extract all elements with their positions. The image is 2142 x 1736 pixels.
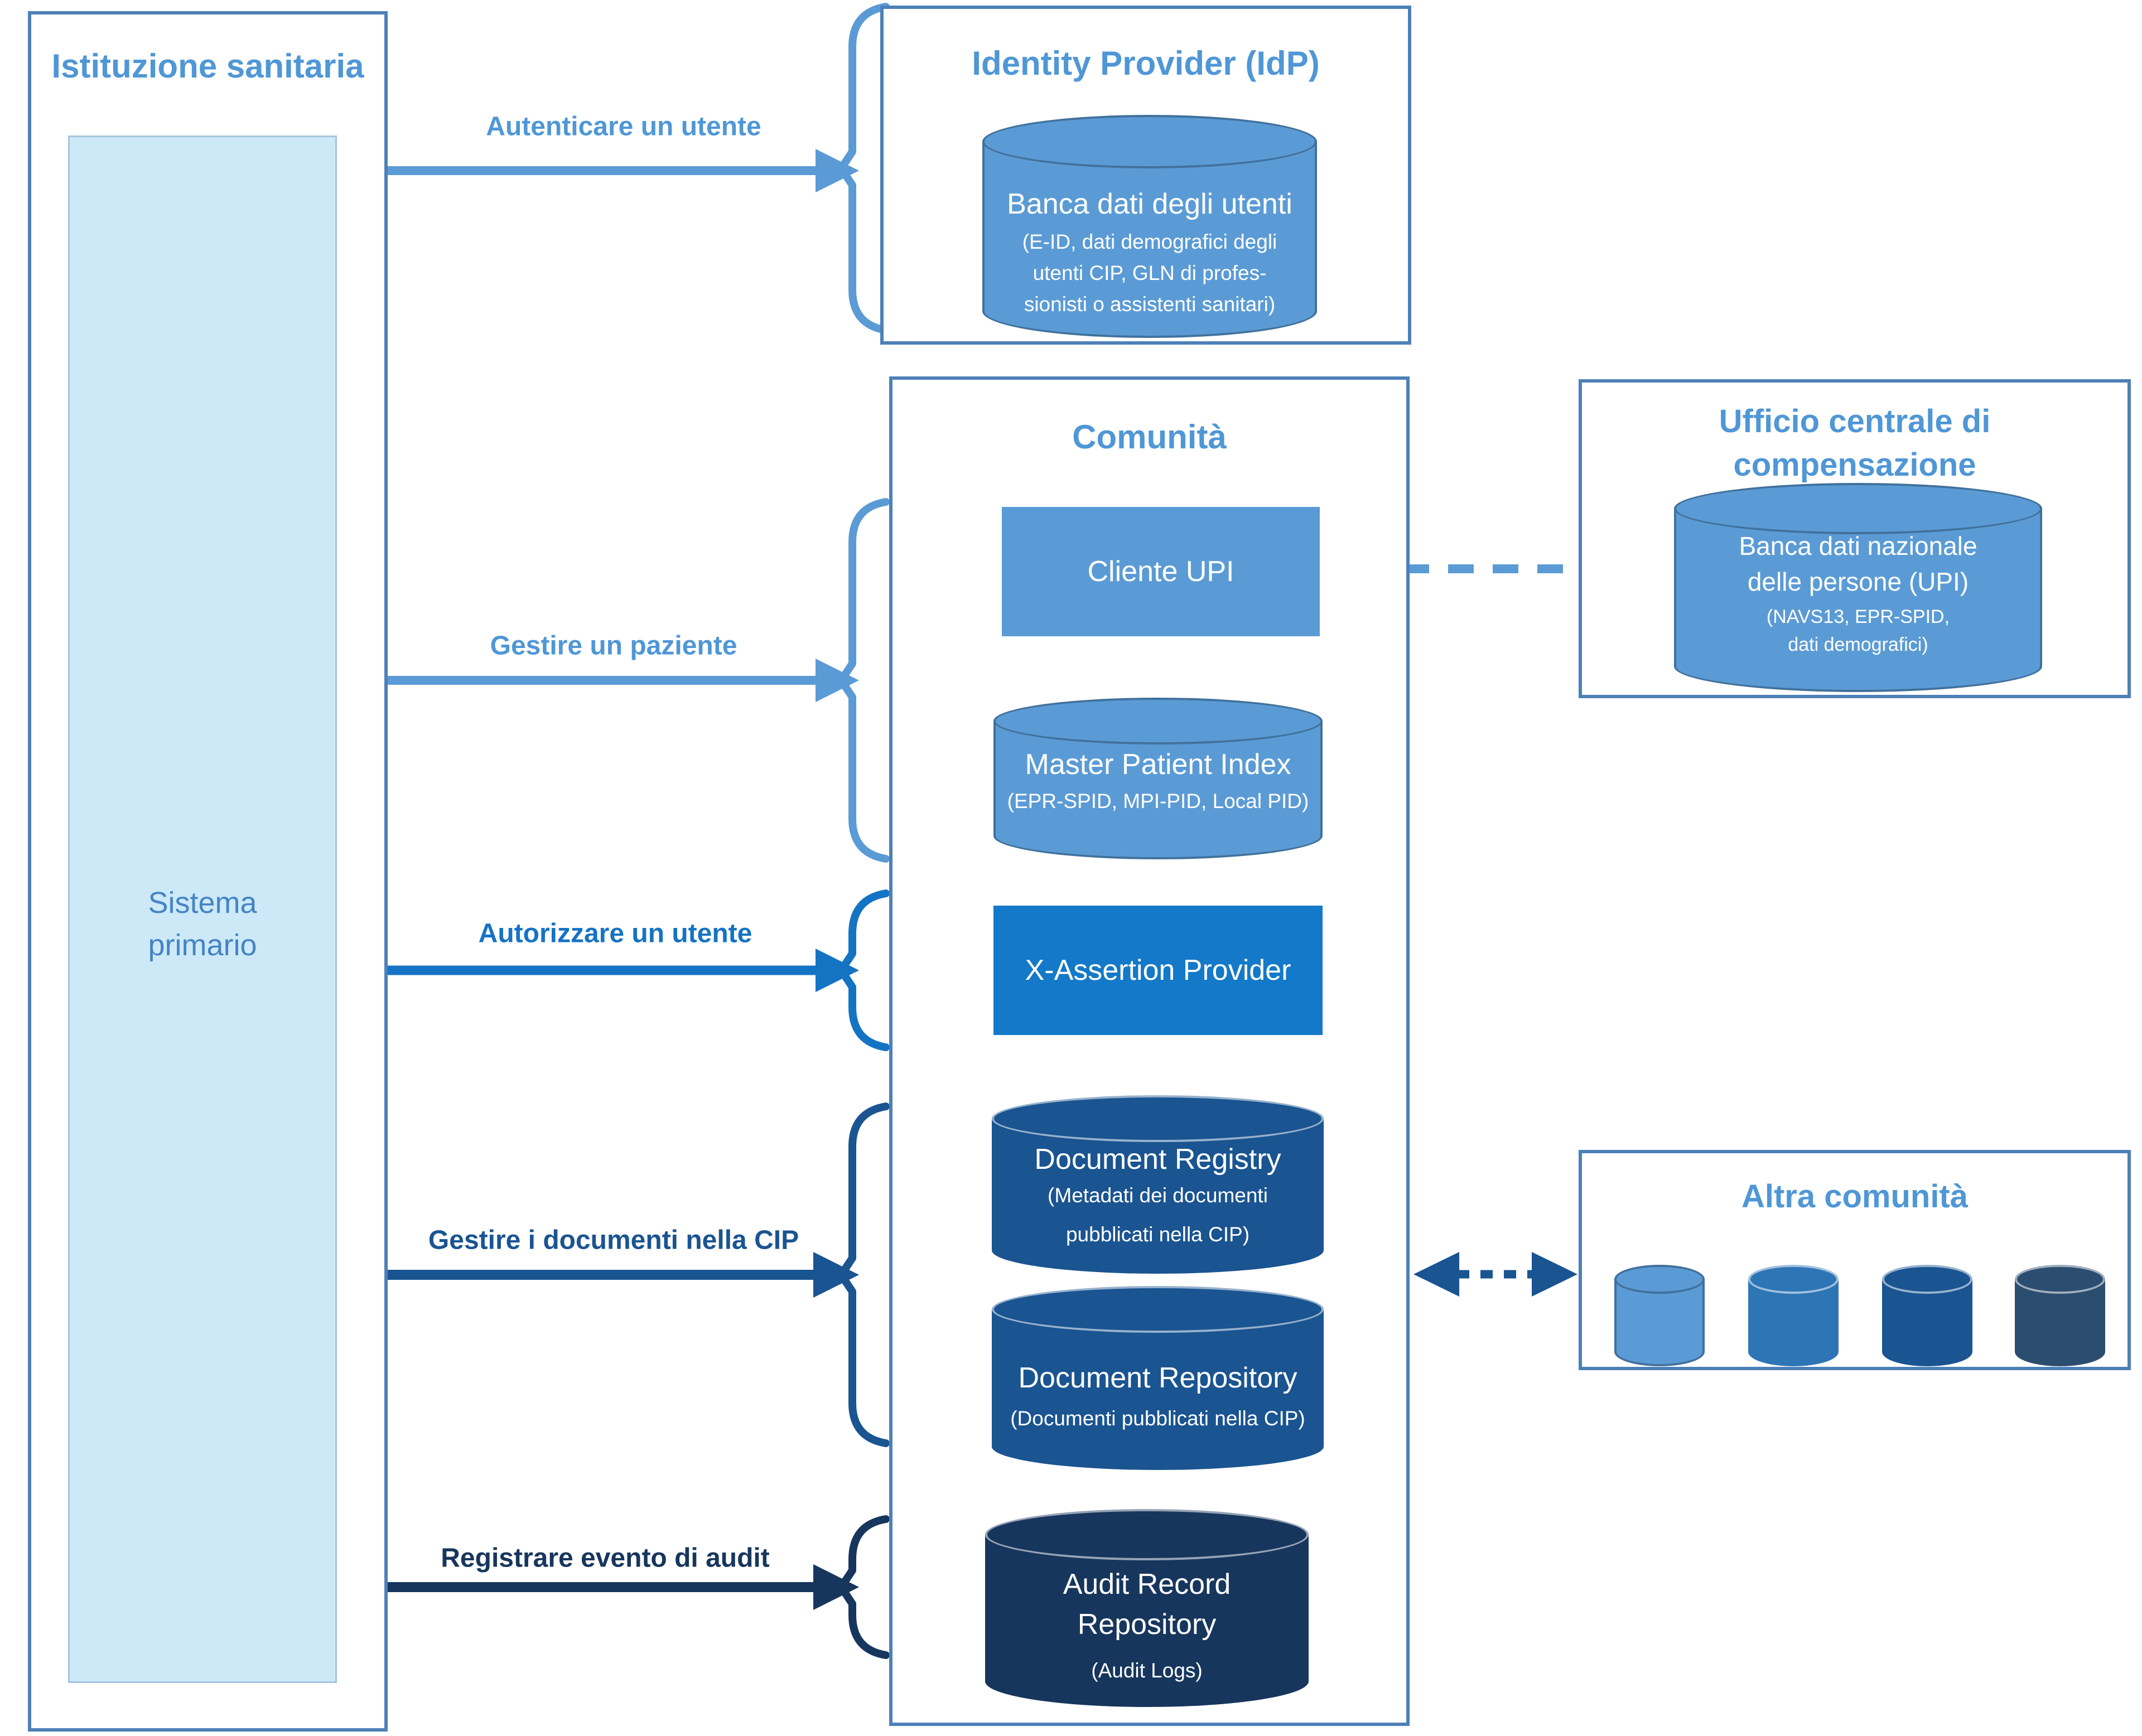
user-db-detail: utenti CIP, GLN di profes- bbox=[1033, 262, 1267, 284]
flow-label-authorize: Autorizzare un utente bbox=[478, 918, 752, 949]
flow-label-register-audit: Registrare evento di audit bbox=[441, 1543, 770, 1573]
x-assertion-node: X-Assertion Provider bbox=[993, 906, 1323, 1035]
document-registry-cylinder: Document Registry (Metadati dei document… bbox=[992, 1095, 1324, 1274]
upi-national-db-cylinder: Banca dati nazionale delle persone (UPI)… bbox=[1674, 483, 2042, 692]
upi-db-name-line1: Banca dati nazionale bbox=[1739, 531, 1977, 560]
sistema-primario-label-line1: Sistema bbox=[148, 886, 257, 920]
repository-name: Document Repository bbox=[1018, 1362, 1297, 1394]
ufficio-title-line1: Ufficio centrale di bbox=[1719, 403, 1991, 439]
istituzione-title: Istituzione sanitaria bbox=[51, 47, 364, 85]
comunita-box: Comunità Cliente UPI Master Patient Inde… bbox=[889, 376, 1410, 1726]
arrow-cross-community-dotted bbox=[1413, 1252, 1577, 1297]
audit-name-line1: Audit Record bbox=[1063, 1568, 1231, 1600]
audit-record-repository-cylinder: Audit Record Repository (Audit Logs) bbox=[985, 1509, 1309, 1707]
flow-label-manage-patient: Gestire un paziente bbox=[490, 631, 737, 661]
ufficio-title-line2: compensazione bbox=[1733, 447, 1976, 483]
mpi-cylinder: Master Patient Index (EPR-SPID, MPI-PID,… bbox=[993, 698, 1323, 859]
cliente-upi-node: Cliente UPI bbox=[1002, 507, 1320, 636]
altra-comunita-title: Altra comunità bbox=[1741, 1178, 1969, 1215]
ufficio-centrale-box: Ufficio centrale di compensazione Banca … bbox=[1579, 379, 2131, 698]
arrow-authorize bbox=[388, 949, 859, 992]
idp-title: Identity Provider (IdP) bbox=[972, 45, 1320, 82]
database-dark-icon bbox=[1882, 1265, 1972, 1366]
x-assertion-label: X-Assertion Provider bbox=[1025, 954, 1291, 987]
upi-db-detail: dati demografici) bbox=[1788, 634, 1928, 655]
arrow-register-audit bbox=[388, 1564, 859, 1610]
flow-label-manage-documents: Gestire i documenti nella CIP bbox=[428, 1225, 799, 1255]
upi-db-detail: (NAVS13, EPR-SPID, bbox=[1766, 606, 1950, 627]
flow-label-authenticate: Autenticare un utente bbox=[486, 112, 761, 142]
sistema-primario-label-line2: primario bbox=[148, 929, 257, 962]
user-db-detail: (E-ID, dati demografici degli bbox=[1022, 230, 1277, 253]
user-db-detail: sionisti o assistenti sanitari) bbox=[1024, 293, 1276, 316]
repository-detail: (Documenti pubblicati nella CIP) bbox=[1010, 1407, 1305, 1430]
arrow-manage-patient bbox=[388, 659, 859, 702]
arrow-authenticate bbox=[388, 149, 859, 192]
registry-detail: pubblicati nella CIP) bbox=[1065, 1223, 1250, 1246]
sistema-primario-rect: Sistema primario bbox=[68, 136, 337, 1683]
document-repository-cylinder: Document Repository (Documenti pubblicat… bbox=[992, 1286, 1324, 1470]
idp-box: Identity Provider (IdP) Banca dati degli… bbox=[880, 6, 1411, 345]
database-medium-icon bbox=[1748, 1265, 1839, 1366]
upi-db-name-line2: delle persone (UPI) bbox=[1747, 567, 1969, 596]
altra-comunita-box: Altra comunità bbox=[1579, 1150, 2131, 1370]
database-light-icon bbox=[1614, 1265, 1705, 1366]
comunita-title: Comunità bbox=[1072, 418, 1227, 456]
registry-detail: (Metadati dei documenti bbox=[1048, 1184, 1268, 1207]
cliente-upi-label: Cliente UPI bbox=[1087, 555, 1234, 588]
user-database-cylinder: Banca dati degli utenti (E-ID, dati demo… bbox=[982, 115, 1317, 338]
arrow-manage-documents bbox=[388, 1252, 859, 1298]
istituzione-sanitaria-box: Istituzione sanitaria Sistema primario bbox=[28, 11, 388, 1732]
database-navy-icon bbox=[2015, 1265, 2105, 1366]
audit-name-line2: Repository bbox=[1077, 1608, 1217, 1641]
mpi-name: Master Patient Index bbox=[1025, 748, 1291, 781]
mpi-detail: (EPR-SPID, MPI-PID, Local PID) bbox=[1007, 790, 1309, 813]
audit-detail: (Audit Logs) bbox=[1091, 1659, 1203, 1682]
user-db-name: Banca dati degli utenti bbox=[1007, 188, 1292, 220]
registry-name: Document Registry bbox=[1034, 1143, 1281, 1176]
